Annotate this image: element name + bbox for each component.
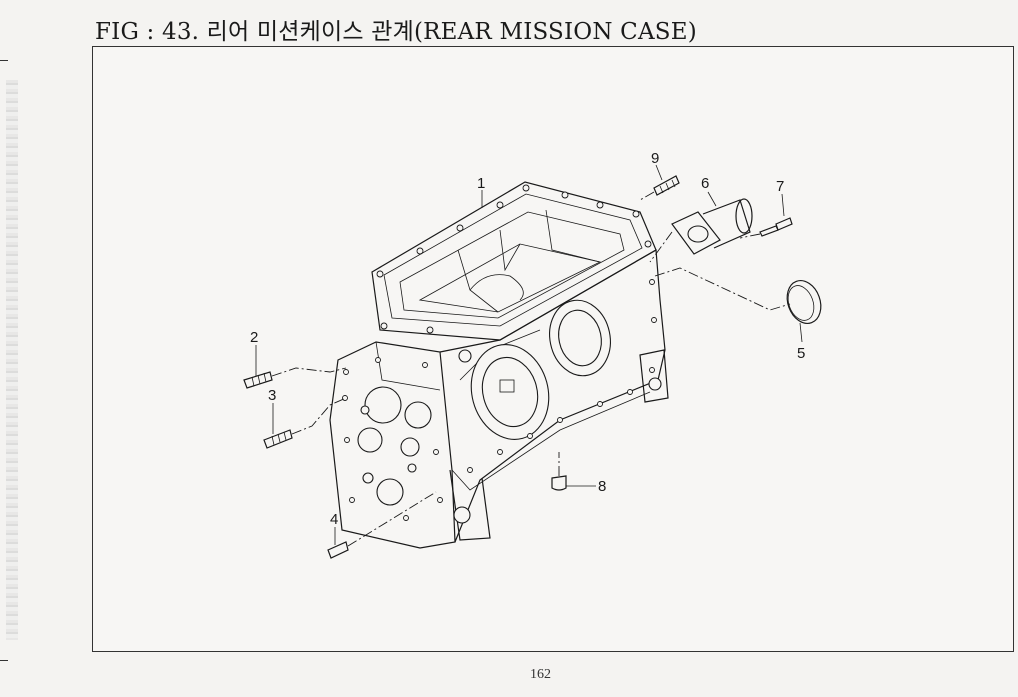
callout-2: 2 — [250, 329, 258, 346]
callout-7: 7 — [776, 178, 784, 195]
callout-8: 8 — [598, 478, 606, 495]
callout-4: 4 — [330, 511, 338, 528]
callout-5: 5 — [797, 345, 805, 362]
stud-bolt-2 — [243, 371, 273, 389]
oil-seal-5 — [786, 280, 822, 324]
callout-6: 6 — [701, 175, 709, 192]
bolt-7 — [759, 217, 793, 237]
page-title: FIG : 43. 리어 미션케이스 관계(REAR MISSION CASE) — [95, 19, 697, 45]
cover-6 — [671, 198, 753, 255]
mission-case-body — [329, 181, 669, 549]
dowel-pin-4 — [327, 541, 349, 559]
callout-9: 9 — [651, 150, 659, 167]
callout-3: 3 — [268, 387, 276, 404]
scan-margin-strip — [6, 80, 18, 640]
drain-plug-8 — [551, 475, 567, 491]
crop-mark-top — [0, 60, 8, 61]
stud-bolt-9 — [653, 175, 680, 196]
crop-mark-bottom — [0, 660, 8, 661]
callout-1: 1 — [477, 175, 485, 192]
stud-bolt-3 — [263, 429, 293, 449]
page-number: 162 — [530, 667, 551, 682]
